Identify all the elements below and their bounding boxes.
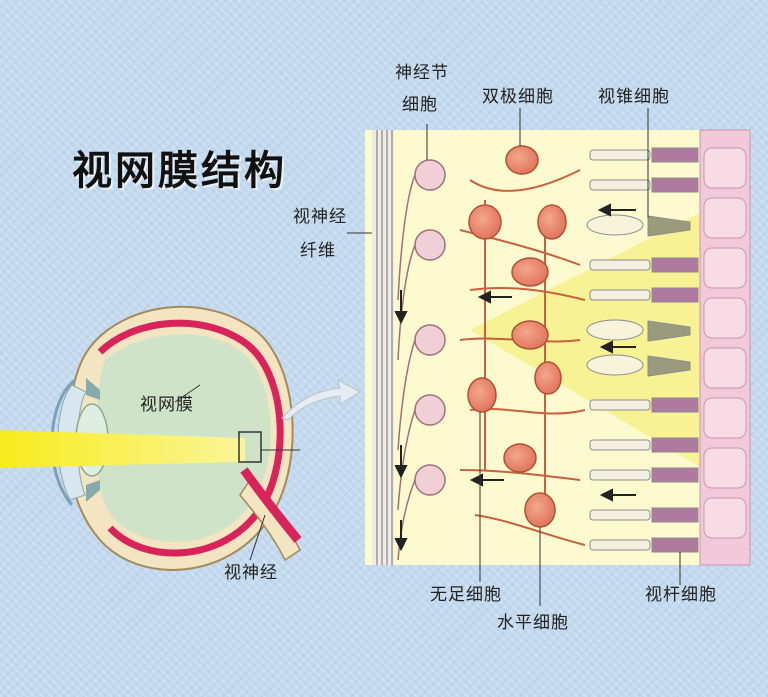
label-optic-nerve-fiber-line1: 视神经 [293,207,347,227]
diagram-title: 视网膜结构 [72,147,287,194]
retina-leader [174,384,201,403]
label-horizontal-cell: 水平细胞 [497,613,569,633]
label-optic-nerve-fiber-line2: 纤维 [300,241,336,261]
label-ganglion-cell-line1: 神经节 [395,63,449,83]
label-bipolar-cell: 双极细胞 [482,87,554,107]
light-beam [0,430,245,468]
panel-leaders [347,108,681,606]
label-ganglion-cell-line2: 细胞 [402,95,438,115]
optic-nerve-leader [249,514,266,561]
magnify-arrow [281,379,362,421]
label-retina: 视网膜 [140,395,194,415]
focus-box [238,431,262,463]
rod-row-1 [589,147,699,163]
label-cone-cell: 视锥细胞 [598,87,670,107]
label-rod-cell: 视杆细胞 [645,585,717,605]
label-optic-nerve: 视神经 [224,563,278,583]
retina-panel [365,129,751,566]
label-amacrine-cell: 无足细胞 [430,585,502,605]
